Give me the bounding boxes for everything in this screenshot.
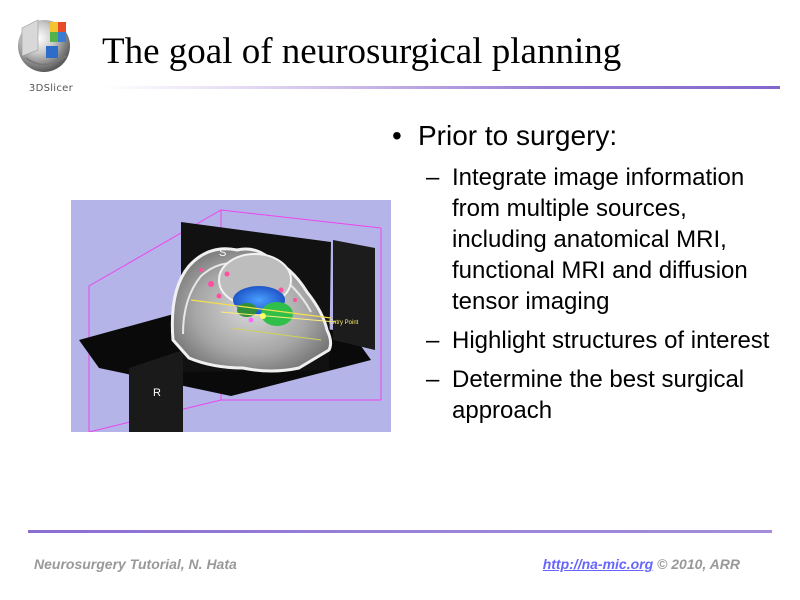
brain-3d-image: S R Entry Point [71,200,391,433]
axis-label-s: S [219,247,226,259]
sub-bullet-item: – Integrate image information from multi… [388,162,788,317]
sub-bullet-list: – Integrate image information from multi… [388,162,788,426]
sub-bullet-text: Integrate image information from multipl… [452,164,748,315]
sub-bullet-item: – Highlight structures of interest [388,325,788,356]
bullet-prior-to-surgery: • Prior to surgery: [388,118,788,154]
sub-bullet-marker: – [426,164,440,191]
brain-3d-figure: S R Entry Point [71,200,391,433]
footer-credit: Neurosurgery Tutorial, N. Hata [34,556,237,572]
slicer-logo-icon [18,19,70,72]
sub-bullet-text: Highlight structures of interest [452,327,770,354]
bullet-text: Prior to surgery: [418,120,618,151]
bullet-marker: • [392,120,402,151]
entry-point-label: Entry Point [329,320,359,326]
sub-bullet-marker: – [426,327,440,354]
sub-bullet-item: – Determine the best surgical approach [388,364,788,426]
slide-title: The goal of neurosurgical planning [102,31,622,72]
sub-bullet-text: Determine the best surgical approach [452,366,745,424]
axis-label-r: R [153,387,161,399]
footer-copyright: http://na-mic.org © 2010, ARR [543,556,740,572]
bullet-list: • Prior to surgery: – Integrate image in… [388,118,788,434]
footer-divider [28,530,772,533]
copyright-text: © 2010, ARR [657,556,740,572]
logo-text: 3DSlicer [28,83,74,94]
sub-bullet-marker: – [426,366,440,393]
title-divider [102,86,780,89]
na-mic-link[interactable]: http://na-mic.org [542,556,654,572]
slicer-logo: 3DSlicer [8,6,80,94]
